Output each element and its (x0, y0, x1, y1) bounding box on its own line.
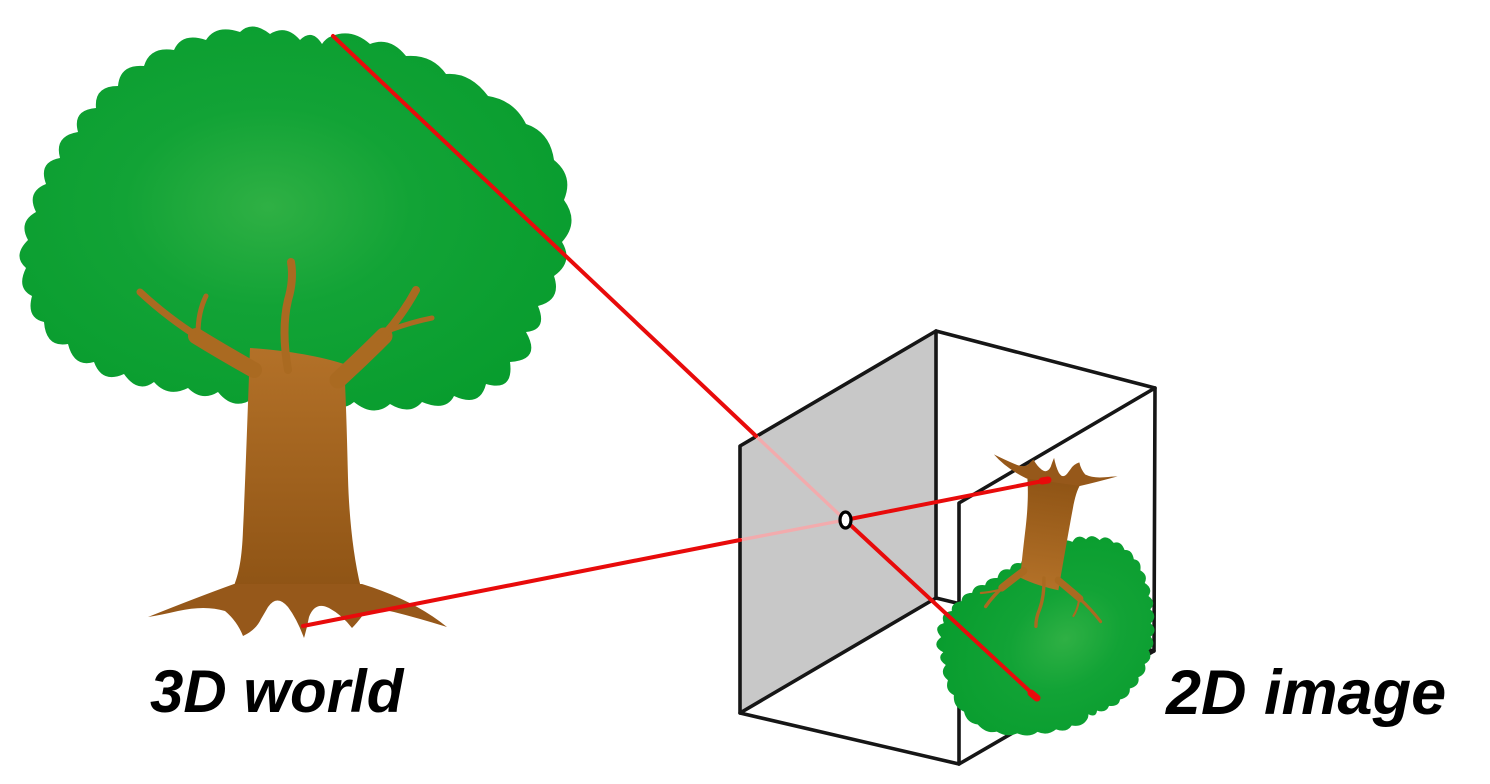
bottom-ray-endpoint (1038, 476, 1052, 485)
camera-box-edge-top-right (934, 329, 1157, 390)
bottom-ray-behind-face (738, 518, 847, 542)
top-ray-endpoint (1027, 689, 1041, 702)
top-ray-outside (331, 34, 758, 438)
camera-box-edge-bottom (738, 711, 961, 766)
bottom-ray-outside (301, 538, 742, 628)
world-label: 3D world (150, 658, 405, 725)
world-tree (19, 26, 572, 638)
bottom-ray-inside-box (843, 478, 1050, 522)
top-ray-inside-box (843, 518, 1039, 700)
image-label: 2D image (1165, 658, 1446, 728)
top-ray-behind-face (754, 434, 847, 522)
pinhole-aperture (838, 510, 853, 530)
world-tree-foliage (19, 26, 572, 411)
light-rays (301, 34, 1052, 702)
